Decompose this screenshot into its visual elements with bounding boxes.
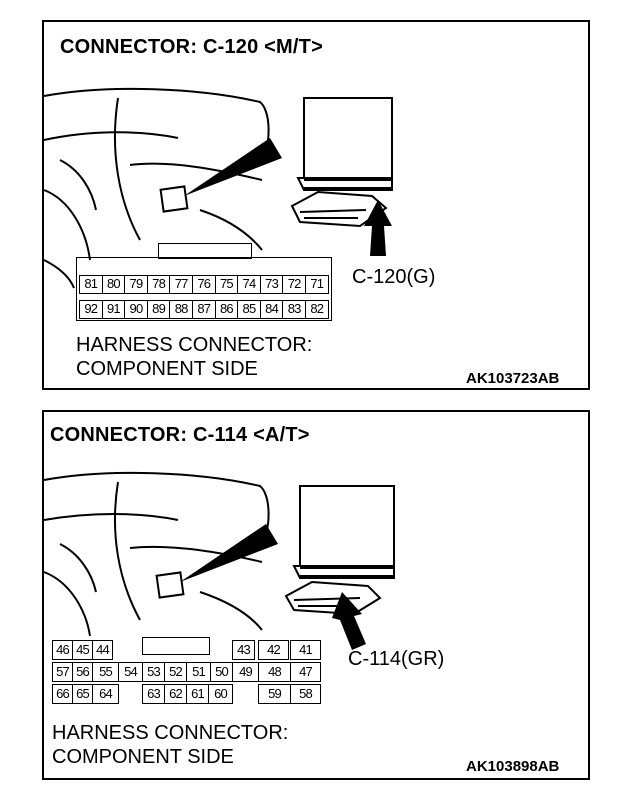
harness-label-line1: HARNESS CONNECTOR: xyxy=(52,722,289,744)
connector-pin: 46 xyxy=(52,640,73,660)
panel-title: CONNECTOR: C-114 <A/T> xyxy=(50,424,310,446)
connector-pin: 57 xyxy=(52,662,73,682)
connector-pin: 43 xyxy=(232,640,255,660)
connector-pin: 44 xyxy=(92,640,113,660)
connector-pin: 58 xyxy=(290,684,321,704)
connector-pin: 79 xyxy=(124,275,148,294)
connector-pin: 72 xyxy=(282,275,306,294)
harness-label-line1: HARNESS CONNECTOR: xyxy=(76,334,313,356)
connector-pin: 50 xyxy=(210,662,233,682)
harness-label: HARNESS CONNECTOR: COMPONENT SIDE xyxy=(76,333,312,381)
figure-code: AK103723AB xyxy=(466,370,560,387)
connector-callout-label: C-114(GR) xyxy=(348,648,445,670)
connector-housing-tab xyxy=(158,243,252,259)
connector-pin: 81 xyxy=(79,275,103,294)
connector-pin: 91 xyxy=(101,300,126,319)
connector-pin: 51 xyxy=(186,662,211,682)
connector-pin: 41 xyxy=(290,640,321,660)
connector-pin: 52 xyxy=(164,662,187,682)
connector-pin: 87 xyxy=(192,300,216,319)
harness-label: HARNESS CONNECTOR: COMPONENT SIDE xyxy=(52,721,288,769)
connector-pin: 56 xyxy=(72,662,93,682)
connector-pin: 75 xyxy=(214,275,239,294)
connector-callout-label: C-120(G) xyxy=(352,266,436,288)
connector-pin: 64 xyxy=(92,684,119,704)
connector-pin: 49 xyxy=(232,662,259,682)
connector-pin: 82 xyxy=(305,300,329,319)
connector-pin: 63 xyxy=(142,684,165,704)
connector-pin: 84 xyxy=(259,300,284,319)
connector-housing-tab xyxy=(142,637,210,655)
connector-pin: 85 xyxy=(237,300,261,319)
connector-pin: 71 xyxy=(305,275,329,294)
harness-label-line2: COMPONENT SIDE xyxy=(76,358,258,380)
connector-pin: 47 xyxy=(290,662,321,682)
connector-pin: 77 xyxy=(169,275,193,294)
connector-pin: 89 xyxy=(146,300,171,319)
connector-pin: 83 xyxy=(282,300,306,319)
connector-pin: 65 xyxy=(72,684,93,704)
connector-pin: 66 xyxy=(52,684,73,704)
connector-pin: 54 xyxy=(118,662,143,682)
connector-pin: 92 xyxy=(79,300,103,319)
connector-pin: 80 xyxy=(101,275,126,294)
panel-title: CONNECTOR: C-120 <M/T> xyxy=(60,36,323,58)
connector-pin: 48 xyxy=(258,662,291,682)
connector-housing xyxy=(76,257,332,321)
connector-pin: 59 xyxy=(258,684,291,704)
connector-pin: 62 xyxy=(164,684,187,704)
connector-pin: 61 xyxy=(186,684,209,704)
connector-pin: 88 xyxy=(169,300,193,319)
connector-pin: 55 xyxy=(92,662,119,682)
connector-pin: 45 xyxy=(72,640,93,660)
connector-pin: 60 xyxy=(208,684,233,704)
connector-pin: 53 xyxy=(142,662,165,682)
connector-pin: 42 xyxy=(258,640,289,660)
harness-label-line2: COMPONENT SIDE xyxy=(52,746,234,768)
figure-code: AK103898AB xyxy=(466,758,560,775)
